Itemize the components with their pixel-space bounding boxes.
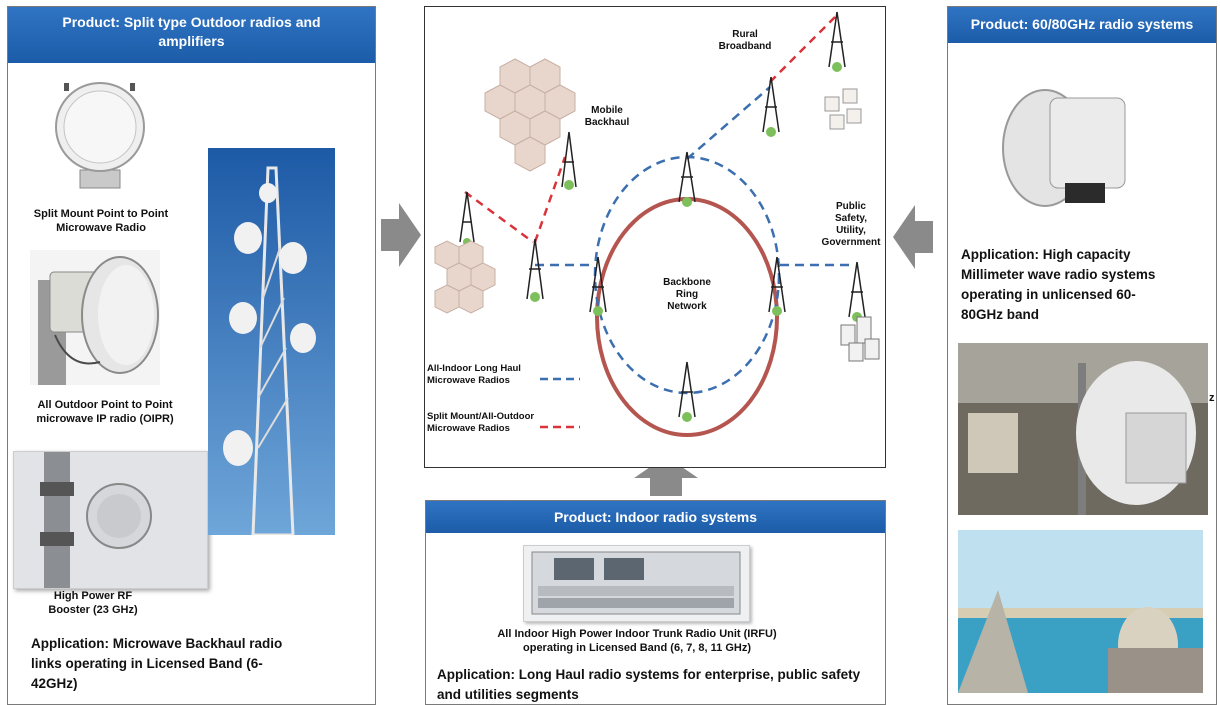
stray-character: z	[1209, 392, 1215, 404]
left-application-text: Application: Microwave Backhaul radio li…	[31, 636, 283, 691]
left-panel-header: Product: Split type Outdoor radios and a…	[8, 7, 375, 63]
public-safety-label: Public Safety, Utility, Government	[821, 201, 881, 248]
up-arrow-bottom	[634, 456, 698, 501]
cell-tower-image	[208, 148, 335, 535]
bottom-application-text: Application: Long Haul radio systems for…	[437, 667, 861, 702]
mmwave-radio-image	[990, 58, 1140, 218]
indoor-links	[535, 86, 855, 395]
legend-indoor-label: All-Indoor Long Haul Microwave Radios	[427, 363, 521, 386]
right-application-text: Application: High capacity Millimeter wa…	[961, 247, 1156, 322]
right-arrow-left	[381, 203, 421, 272]
rural-houses	[824, 88, 862, 130]
mobile-backhaul-label: Mobile Backhaul	[584, 105, 630, 128]
right-panel-header: Product: 60/80GHz radio systems	[948, 7, 1216, 43]
left-arrow-right	[893, 205, 933, 274]
mobile-cells	[484, 58, 576, 172]
split-mount-radio-image	[50, 75, 150, 195]
coastal-dish-photo	[958, 530, 1203, 693]
public-buildings	[840, 316, 880, 362]
network-diagram: Rural Broadband Mobile Backhaul Public S…	[424, 6, 886, 468]
rooftop-dish-photo	[958, 343, 1208, 515]
all-outdoor-caption: All Outdoor Point to Point microwave IP …	[36, 399, 174, 425]
mobile-cells-left	[434, 240, 496, 314]
rf-booster-caption: High Power RF Booster (23 GHz)	[48, 590, 138, 616]
split-mount-caption: Split Mount Point to Point Microwave Rad…	[33, 208, 169, 234]
backbone-ring-label: Backbone Ring Network	[663, 277, 711, 312]
bottom-panel-header: Product: Indoor radio systems	[426, 501, 885, 533]
legend-split-label: Split Mount/All-Outdoor Microwave Radios	[427, 411, 535, 434]
all-outdoor-radio-image	[30, 250, 160, 385]
rural-broadband-label: Rural Broadband	[718, 29, 772, 52]
indoor-radio-image	[523, 545, 750, 622]
split-links	[464, 16, 836, 244]
rf-booster-image	[13, 451, 208, 589]
backbone-ring	[595, 197, 779, 437]
indoor-radio-caption: All Indoor High Power Indoor Trunk Radio…	[497, 628, 777, 654]
